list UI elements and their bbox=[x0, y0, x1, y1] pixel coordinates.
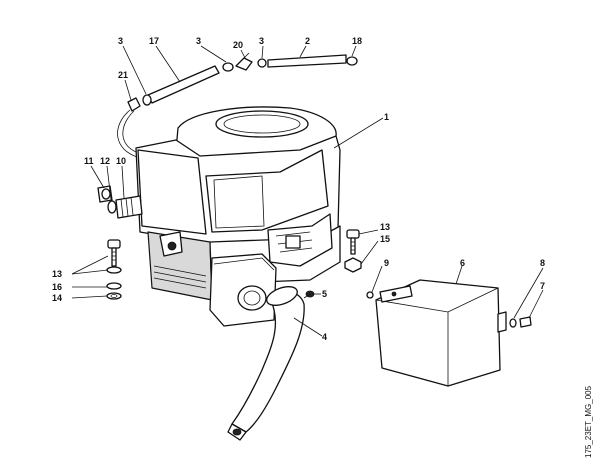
callout-21: 21 bbox=[118, 70, 128, 80]
callout-3: 3 bbox=[118, 36, 123, 46]
left-mounting-hardware bbox=[106, 239, 122, 300]
callout-16: 16 bbox=[52, 282, 62, 292]
callout-14: 14 bbox=[52, 293, 62, 303]
callout-2: 2 bbox=[305, 36, 310, 46]
bolt-5 bbox=[303, 290, 315, 299]
engine bbox=[97, 106, 341, 327]
drawing-code: 175_23ET_MG_005 bbox=[584, 385, 593, 458]
callout-9: 9 bbox=[384, 258, 389, 268]
callout-18: 18 bbox=[352, 36, 362, 46]
callout-7: 7 bbox=[540, 281, 545, 291]
callout-5: 5 bbox=[322, 289, 327, 299]
callout-12: 12 bbox=[100, 156, 110, 166]
callout-3: 3 bbox=[259, 36, 264, 46]
callout-17: 17 bbox=[149, 36, 159, 46]
muffler bbox=[366, 279, 532, 387]
callout-13: 13 bbox=[52, 269, 62, 279]
fuel-hose-assembly bbox=[117, 52, 358, 159]
callout-15: 15 bbox=[380, 234, 390, 244]
right-mounting-hardware bbox=[344, 229, 362, 273]
callout-13: 13 bbox=[380, 222, 390, 232]
callout-1: 1 bbox=[384, 112, 389, 122]
callout-10: 10 bbox=[116, 156, 126, 166]
callout-3: 3 bbox=[196, 36, 201, 46]
callout-11: 11 bbox=[84, 156, 94, 166]
callout-20: 20 bbox=[233, 40, 243, 50]
callout-labels: 3 17 3 20 3 2 18 21 1 11 12 10 13 15 9 6… bbox=[52, 36, 545, 342]
callout-6: 6 bbox=[460, 258, 465, 268]
leader-lines bbox=[71, 45, 544, 337]
callout-8: 8 bbox=[540, 258, 545, 268]
exhaust-pipe bbox=[227, 286, 305, 441]
callout-4: 4 bbox=[322, 332, 327, 342]
